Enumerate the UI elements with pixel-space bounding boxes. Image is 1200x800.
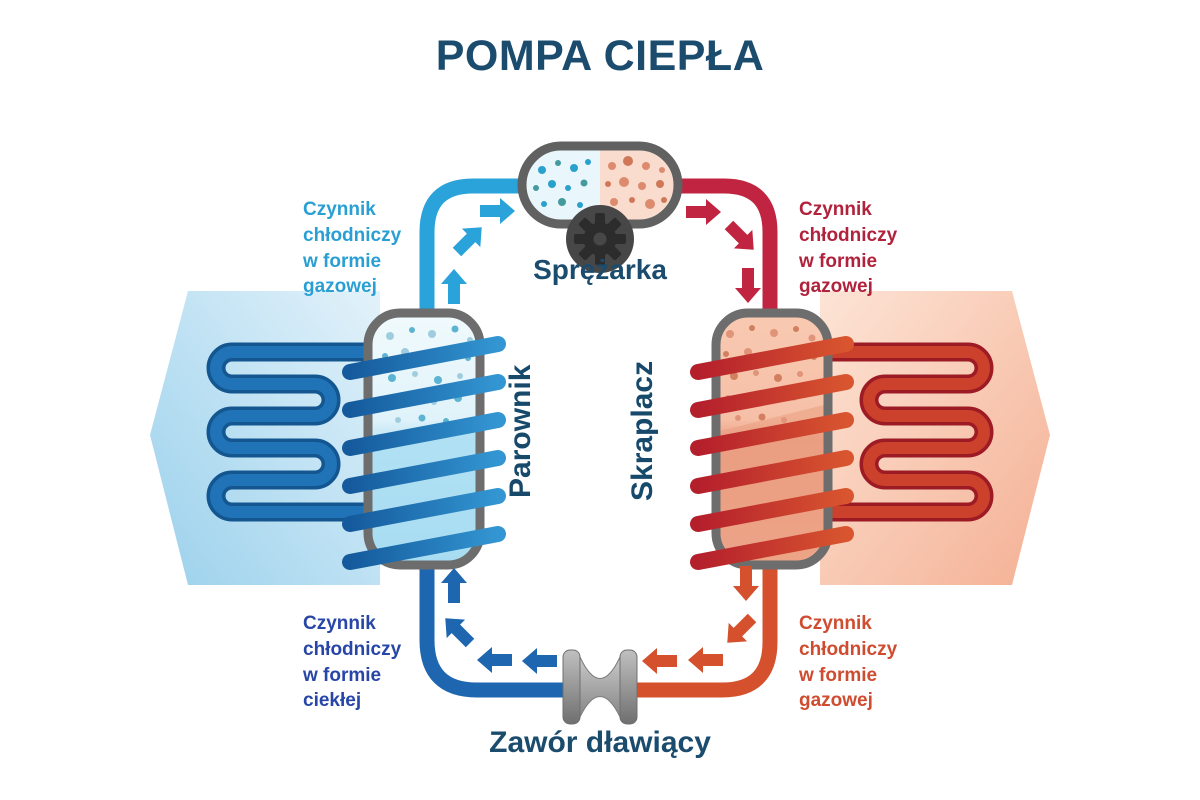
flow-label-line: chłodniczy bbox=[799, 638, 898, 660]
flow-label-line: chłodniczy bbox=[303, 638, 402, 660]
evaporator-label: Parownik bbox=[504, 364, 537, 498]
flow-arrows-liquid bbox=[436, 568, 557, 674]
condenser-label: Skraplacz bbox=[626, 360, 659, 502]
flow-label-bottom-right: Czynnik chłodniczy w formie gazowej bbox=[799, 611, 949, 714]
flow-label-line: gazowej bbox=[303, 276, 377, 298]
pipe-condenser-to-valve bbox=[634, 558, 778, 698]
pipe-valve-to-evaporator bbox=[419, 558, 566, 698]
gear-icon bbox=[566, 205, 634, 273]
flow-label-top-right: Czynnik chłodniczy w formie gazowej bbox=[799, 197, 949, 300]
expansion-valve bbox=[562, 649, 638, 725]
pipe-evaporator-to-compressor bbox=[419, 178, 526, 322]
flow-label-line: gazowej bbox=[799, 276, 873, 298]
indoor-serpentine-coil bbox=[805, 342, 994, 522]
flow-label-line: chłodniczy bbox=[799, 224, 898, 246]
flow-label-top-left: Czynnik chłodniczy w formie gazowej bbox=[303, 197, 453, 300]
pipe-compressor-to-condenser bbox=[674, 178, 778, 322]
flow-label-line: w formie bbox=[799, 664, 878, 686]
flow-label-line: Czynnik bbox=[799, 199, 872, 220]
page-title: POMPA CIEPŁA bbox=[435, 32, 765, 80]
outdoor-serpentine-coil bbox=[206, 342, 395, 522]
flow-label-bottom-left: Czynnik chłodniczy w formie ciekłej bbox=[303, 611, 453, 714]
evaporator-coil-wrap bbox=[342, 336, 506, 570]
flow-label-line: w formie bbox=[303, 664, 382, 686]
flow-arrows-hot-gas bbox=[686, 199, 763, 303]
cold-air-arrow bbox=[150, 291, 380, 585]
flow-label-line: w formie bbox=[303, 250, 382, 272]
flow-label-line: gazowej bbox=[799, 690, 873, 712]
flow-label-line: chłodniczy bbox=[303, 224, 402, 246]
flow-label-line: Czynnik bbox=[303, 613, 376, 634]
condenser-coil-wrap bbox=[690, 336, 854, 570]
compressor-label: Sprężarka bbox=[533, 254, 667, 285]
flow-label-line: Czynnik bbox=[303, 199, 376, 220]
warm-air-arrow bbox=[820, 291, 1050, 585]
compressor-gas-dots bbox=[533, 156, 667, 209]
flow-label-line: ciekłej bbox=[303, 690, 362, 712]
flow-label-line: Czynnik bbox=[799, 613, 872, 634]
flow-label-line: w formie bbox=[799, 250, 878, 272]
compressor-unit bbox=[517, 141, 683, 273]
flow-arrows-warm-gas bbox=[642, 566, 762, 674]
expansion-valve-label: Zawór dławiący bbox=[489, 726, 711, 759]
